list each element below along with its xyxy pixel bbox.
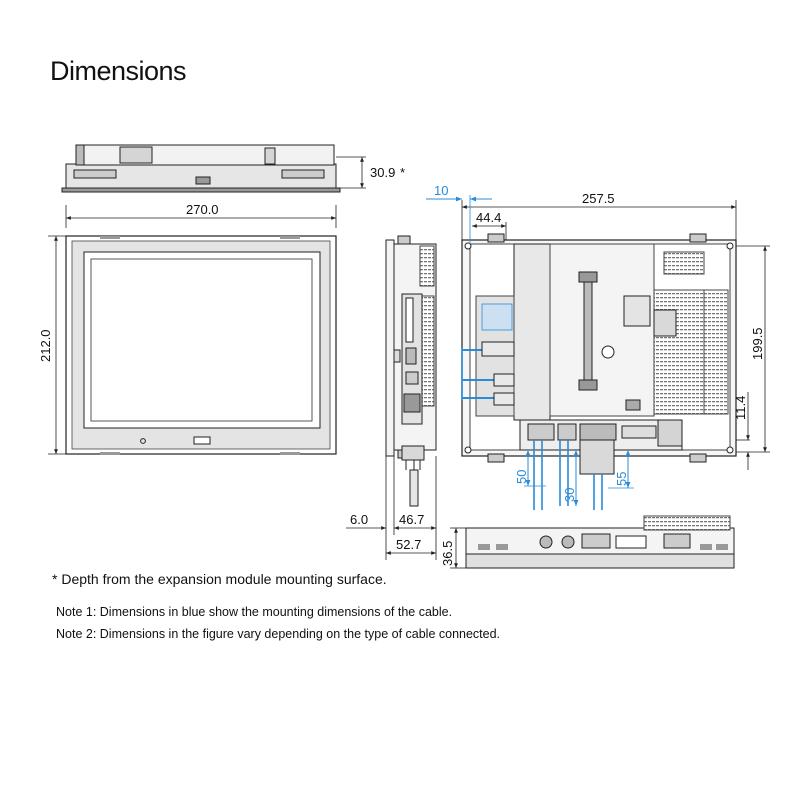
dim-side-52-7: 52.7: [396, 537, 421, 552]
height-dimension: 212.0: [38, 235, 66, 455]
top-view: 30.9 *: [61, 144, 405, 193]
dim-depth-expansion: 30.9: [370, 165, 395, 180]
depth-footnote: * Depth from the expansion module mounti…: [52, 571, 387, 587]
side-dimensions: 6.0 46.7 52.7: [346, 456, 437, 560]
dim-height: 212.0: [38, 329, 53, 362]
dim-side-46-7: 46.7: [399, 512, 424, 527]
front-view: [65, 235, 337, 455]
dim-bottom-36-5: 36.5: [440, 541, 455, 566]
dim-cable-55: 55: [614, 472, 629, 486]
side-view: [385, 235, 437, 507]
dim-offset-11-4: 11.4: [733, 396, 748, 420]
page-title: Dimensions: [50, 56, 187, 86]
dim-offset-44-4: 44.4: [476, 210, 501, 225]
note-2: Note 2: Dimensions in the figure vary de…: [56, 627, 501, 641]
rear-view: [461, 233, 737, 510]
dim-cable-50: 50: [514, 470, 529, 484]
depth-marker: *: [400, 165, 405, 180]
bottom-view: [465, 515, 735, 569]
dim-rear-width: 257.5: [582, 191, 615, 206]
dim-width: 270.0: [186, 202, 219, 217]
rear-dimensions: 257.5 44.4 199.5 11.4: [461, 191, 770, 470]
cable-dimensions: 10 50 30 55: [426, 183, 634, 506]
width-dimension: 270.0: [65, 202, 337, 228]
note-1: Note 1: Dimensions in blue show the moun…: [56, 605, 453, 619]
dim-cable-10: 10: [434, 183, 448, 198]
bottom-dimension: 36.5: [440, 527, 466, 569]
dim-cable-30: 30: [562, 488, 577, 502]
dim-side-6-0: 6.0: [350, 512, 368, 527]
dim-rear-height: 199.5: [750, 327, 765, 360]
